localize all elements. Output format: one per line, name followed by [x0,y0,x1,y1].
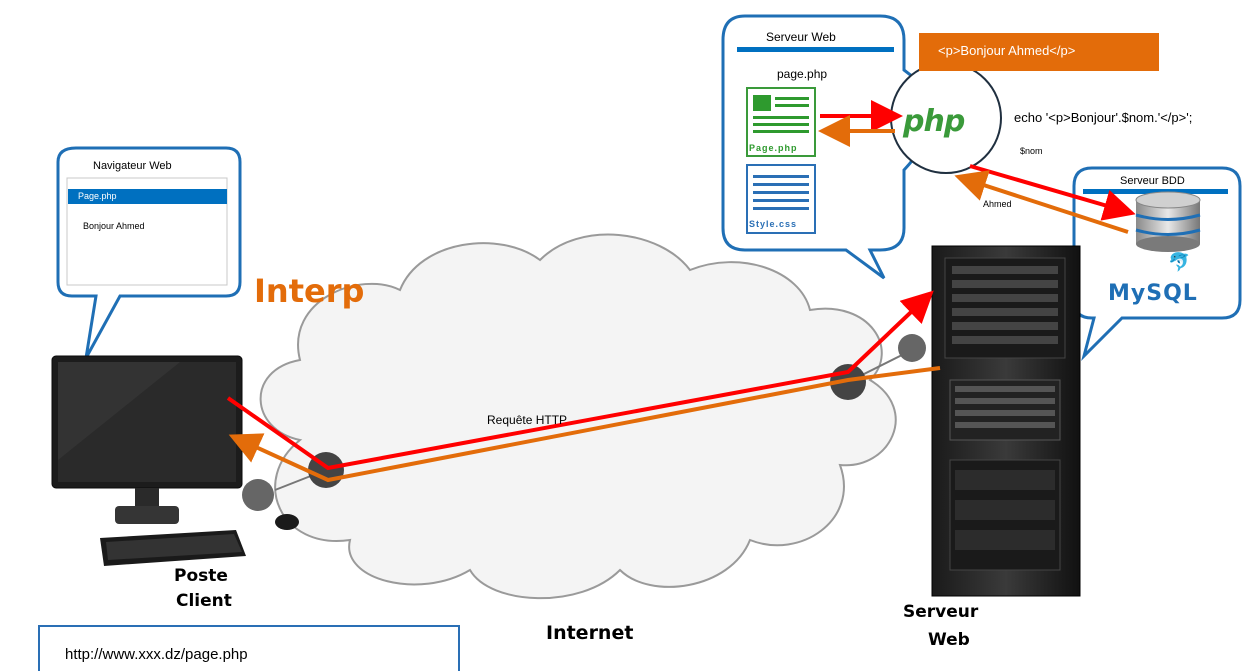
nom-variable-label: $nom [1020,146,1043,156]
url-box [38,625,460,671]
db-bubble-title: Serveur BDD [1120,175,1185,187]
output-html-box [919,33,1159,71]
database-icon [1135,191,1201,252]
page-php-file-icon [746,87,816,157]
output-html-text: <p>Bonjour Ahmed</p> [938,43,1076,58]
client-computer-icon [51,355,299,566]
mysql-dolphin-icon: 🐬 [1168,252,1191,272]
server-label-line1: Serveur [903,602,979,622]
interp-label: Interp [254,272,365,310]
client-label-line2: Client [176,591,232,611]
page-php-label: page.php [777,67,828,81]
server-label-line2: Web [928,630,970,650]
style-css-icon-label: Style.css [749,219,798,229]
php-logo: php [903,104,965,139]
server-rack-icon [931,245,1081,597]
http-response-path [228,366,941,483]
http-request-path [226,290,934,471]
query-arrow-to-db [969,164,1136,221]
mysql-logo: MySQL [1108,281,1198,306]
client-label-line1: Poste [174,566,228,586]
internet-cloud [259,233,897,600]
result-arrow-to-php [954,170,1129,234]
url-text[interactable]: http://www.xxx.dz/page.php [65,646,248,663]
ahmed-value-label: Ahmed [983,199,1012,209]
echo-code-label: echo '<p>Bonjour'.$nom.'</p>'; [1014,110,1193,125]
browser-tab[interactable]: Page.php [68,189,227,204]
browser-bubble-title: Navigateur Web [93,160,172,172]
style-css-file-icon [746,164,816,234]
web-server-bubble-title: Serveur Web [766,30,836,44]
page-php-icon-label: Page.php [749,143,798,153]
internet-label: Internet [546,622,634,644]
browser-content-text: Bonjour Ahmed [83,221,145,231]
http-request-label: Requête HTTP [487,413,568,427]
